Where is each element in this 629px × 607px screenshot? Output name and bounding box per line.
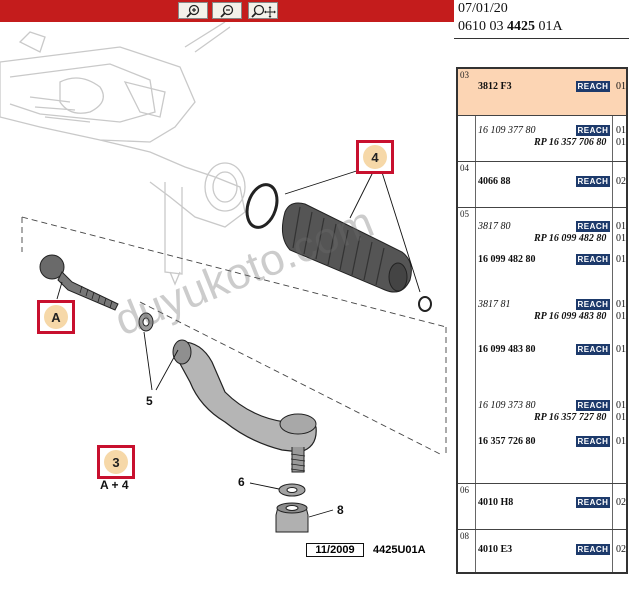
reach-badge: REACH	[576, 221, 610, 232]
zoom-toolbar	[0, 0, 454, 22]
quantity: 01	[616, 412, 626, 423]
group-number: 05	[460, 209, 469, 219]
quantity: 02	[616, 176, 626, 187]
header-reference: 0610 03 4425 01A	[458, 19, 563, 35]
callout-3[interactable]: 3	[97, 445, 135, 479]
header-ref-suffix: 01A	[538, 19, 563, 34]
reach-badge: REACH	[576, 81, 610, 92]
quantity: 01	[616, 344, 626, 355]
parts-exploded-diagram	[0, 22, 447, 533]
quantity: 01	[616, 311, 626, 322]
zoom-in-button[interactable]	[178, 2, 208, 19]
reach-badge: REACH	[576, 344, 610, 355]
parts-row-06[interactable]: 06 4010 H8 REACH 02	[458, 483, 626, 529]
reach-badge: REACH	[576, 176, 610, 187]
part-number: 16 109 373 80	[478, 400, 536, 411]
callout-3-label: 3	[104, 450, 128, 474]
group-number: 04	[460, 163, 469, 173]
seal-ring	[245, 183, 279, 229]
reach-badge: REACH	[576, 125, 610, 136]
part-number: 3812 F3	[478, 81, 512, 92]
rubber-bellows-boot	[281, 202, 412, 293]
washer	[278, 483, 306, 497]
qty-column-divider	[612, 69, 613, 572]
part-number: 16 357 726 80	[478, 436, 536, 447]
inner-tie-rod	[39, 254, 119, 311]
part-number: 4010 H8	[478, 497, 514, 508]
callout-4-label: 4	[363, 145, 387, 169]
quantity: 01	[616, 233, 626, 244]
parts-row-04[interactable]: 04 4066 88 REACH 02	[458, 161, 626, 207]
part-label-8: 8	[337, 503, 344, 517]
replacement-part-number: RP 16 357 706 80	[534, 137, 607, 148]
zoom-pan-icon	[251, 4, 276, 18]
part-number: 4010 E3	[478, 544, 513, 555]
part-number: 3817 80	[478, 221, 511, 232]
parts-row-05[interactable]: 05 3817 80 REACH 01 RP 16 099 482 80 01 …	[458, 207, 626, 483]
callout-a-label: A	[44, 305, 68, 329]
quantity: 01	[616, 299, 626, 310]
diagram-date-box: 11/2009	[306, 543, 364, 557]
part-label-a-plus-4: A + 4	[100, 478, 129, 492]
steering-rack-housing	[0, 22, 246, 286]
reach-badge: REACH	[576, 544, 610, 555]
reach-badge: REACH	[576, 254, 610, 265]
quantity: 01	[616, 221, 626, 232]
group-number: 08	[460, 531, 469, 541]
header-ref-bold: 4425	[507, 19, 535, 34]
replacement-part-number: RP 16 099 482 80	[534, 233, 607, 244]
diagram-code: 4425U01A	[373, 544, 426, 556]
parts-list-panel: 07/01/20 0610 03 4425 01A 03 3812 F3 REA…	[454, 0, 629, 607]
quantity: 02	[616, 544, 626, 555]
group-column-divider	[475, 69, 476, 572]
part-number: 16 099 483 80	[478, 344, 536, 355]
parts-row-03[interactable]: 03 3812 F3 REACH 01	[458, 69, 626, 115]
reach-badge: REACH	[576, 497, 610, 508]
zoom-out-button[interactable]	[212, 2, 242, 19]
quantity: 02	[616, 497, 626, 508]
group-number: 06	[460, 485, 469, 495]
header-date: 07/01/20	[458, 1, 508, 16]
part-label-6: 6	[238, 475, 245, 489]
assembly-outline	[21, 216, 447, 455]
reach-badge: REACH	[576, 299, 610, 310]
reach-badge: REACH	[576, 436, 610, 447]
quantity: 01	[616, 137, 626, 148]
part-label-5: 5	[146, 394, 153, 408]
quantity: 01	[616, 436, 626, 447]
replacement-part-number: RP 16 099 483 80	[534, 311, 607, 322]
quantity: 01	[616, 400, 626, 411]
part-number: 16 109 377 80	[478, 125, 536, 136]
replacement-part-number: RP 16 357 727 80	[534, 412, 607, 423]
lock-nut	[138, 312, 154, 332]
parts-row-08[interactable]: 08 4010 E3 REACH 02	[458, 529, 626, 572]
part-number: 16 099 482 80	[478, 254, 536, 265]
header-divider	[454, 38, 629, 39]
callout-4[interactable]: 4	[356, 140, 394, 174]
zoom-pan-button[interactable]	[248, 2, 278, 19]
outer-tie-rod-end	[172, 339, 317, 473]
castle-nut	[275, 502, 309, 533]
callout-a[interactable]: A	[37, 300, 75, 334]
boot-clamp	[418, 296, 432, 312]
group-number: 03	[460, 70, 469, 80]
zoom-in-icon	[186, 4, 200, 18]
zoom-out-icon	[220, 4, 234, 18]
quantity: 01	[616, 81, 626, 92]
diagram-panel: 4 A 3 5 6 8 A + 4 11/2009 4425U01A duyuk…	[0, 0, 454, 557]
quantity: 01	[616, 254, 626, 265]
quantity: 01	[616, 125, 626, 136]
part-number: 3817 81	[478, 299, 511, 310]
header-ref-prefix: 0610 03	[458, 19, 504, 34]
parts-table: 03 3812 F3 REACH 01 16 109 377 80 REACH …	[456, 67, 628, 574]
reach-badge: REACH	[576, 400, 610, 411]
callout-5-leaders	[143, 331, 179, 391]
part-number: 4066 88	[478, 176, 511, 187]
parts-row-03-sub[interactable]: 16 109 377 80 REACH 01 RP 16 357 706 80 …	[458, 115, 626, 161]
